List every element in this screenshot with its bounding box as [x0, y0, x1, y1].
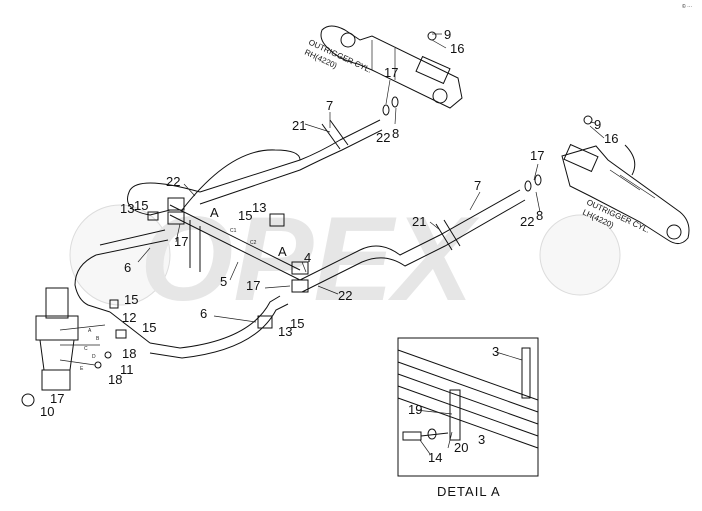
callout-11: 11: [120, 362, 134, 377]
callout-21: 21: [292, 118, 306, 133]
callout-13: 13: [252, 200, 266, 215]
detail-a-view: DETAIL A: [397, 337, 539, 499]
small-mark: D: [92, 354, 96, 360]
callout-17: 17: [246, 278, 260, 293]
callout-19: 19: [408, 402, 422, 417]
callout-6: 6: [124, 260, 131, 275]
callout-17: 17: [384, 65, 398, 80]
small-mark: A: [88, 328, 92, 334]
outrigger-cylinder-lh: [561, 143, 690, 244]
callout-7: 7: [326, 98, 333, 113]
callout-18: 18: [108, 372, 122, 387]
callout-10: 10: [40, 404, 54, 419]
callout-22: 22: [376, 130, 390, 145]
pipe-frame: [74, 144, 636, 359]
callout-8: 8: [536, 208, 543, 223]
small-mark: C1: [230, 228, 237, 234]
callout-15: 15: [290, 316, 304, 331]
corner-mark: © ···: [682, 3, 692, 10]
callout-15: 15: [134, 198, 148, 213]
small-mark: B: [96, 336, 100, 342]
callouts: 9 16 17 7 21 22 8 9 16 17 7 21 22 8 22 1…: [40, 27, 618, 465]
callout-9: 9: [444, 27, 451, 42]
callout-15: 15: [142, 320, 156, 335]
callout-15: 15: [124, 292, 138, 307]
callout-17: 17: [530, 148, 544, 163]
callout-6: 6: [200, 306, 207, 321]
watermark-text: OPEX: [140, 192, 480, 326]
hose-lower: [299, 189, 526, 293]
callout-13: 13: [278, 324, 292, 339]
callout-16: 16: [604, 131, 618, 146]
leader-lines: [137, 33, 605, 455]
small-mark: E: [80, 366, 84, 372]
callout-5: 5: [220, 274, 227, 289]
section-letter-a: A: [278, 244, 287, 259]
callout-8: 8: [392, 126, 399, 141]
callout-22: 22: [338, 288, 352, 303]
swivel-joint: [21, 287, 106, 407]
callout-17: 17: [50, 391, 64, 406]
callout-12: 12: [122, 310, 136, 325]
callout-16: 16: [450, 41, 464, 56]
callout-7: 7: [474, 178, 481, 193]
callout-17: 17: [174, 234, 188, 249]
watermark: OPEX: [69, 192, 621, 326]
callout-3: 3: [478, 432, 485, 447]
callout-15: 15: [238, 208, 252, 223]
callout-13: 13: [120, 201, 134, 216]
callout-3: 3: [492, 344, 499, 359]
callout-4: 4: [304, 250, 311, 265]
callout-22: 22: [166, 174, 180, 189]
cylinder-label-rh: OUTRIGGER CYL. RH(4220): [303, 38, 373, 75]
hose-upper: [127, 119, 383, 216]
callout-14: 14: [428, 450, 442, 465]
callout-20: 20: [454, 440, 468, 455]
callout-18: 18: [122, 346, 136, 361]
detail-a-title: DETAIL A: [437, 484, 501, 499]
section-letter-a: A: [210, 205, 219, 220]
callout-22: 22: [520, 214, 534, 229]
callout-9: 9: [594, 117, 601, 132]
fittings: [94, 31, 593, 369]
outrigger-cylinder-rh: [320, 25, 463, 109]
small-mark: C2: [250, 240, 257, 246]
small-mark: C: [84, 346, 88, 352]
callout-21: 21: [412, 214, 426, 229]
